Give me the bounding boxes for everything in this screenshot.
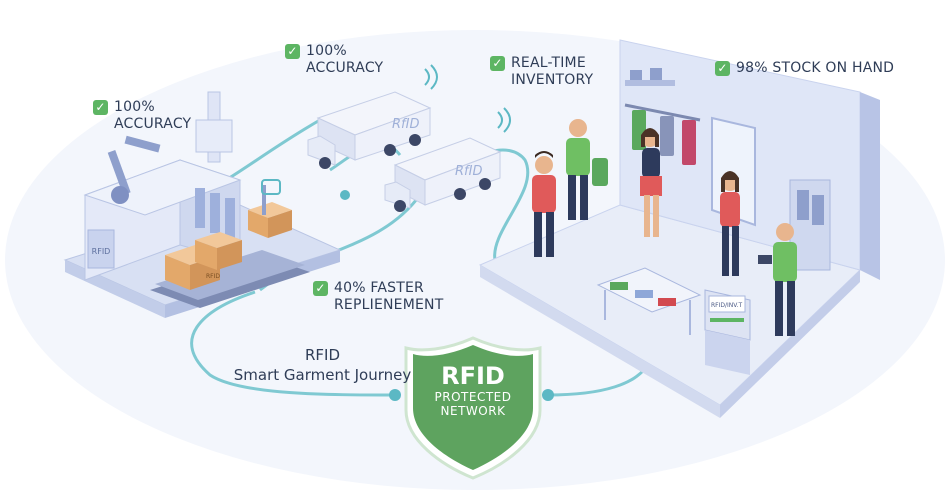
- scanner-screen: RFID/INV.T: [711, 302, 743, 309]
- cardboard-boxes: RFID: [165, 202, 292, 290]
- benefit-label-truck-accuracy: ✓ 100% ACCURACY: [285, 43, 383, 77]
- journey-title: RFID Smart Garment Journey: [220, 345, 425, 385]
- check-icon: ✓: [313, 281, 328, 296]
- path-node: [340, 190, 350, 200]
- benefit-label-faster-replenishment: ✓ 40% FASTER REPLIENEMENT: [313, 280, 443, 314]
- benefit-label-line: ACCURACY: [114, 116, 192, 132]
- benefit-label-line: 100%: [306, 43, 347, 59]
- store-associate: [566, 119, 608, 220]
- benefit-label-line: REAL-TIME: [511, 55, 586, 71]
- shopper: [532, 151, 556, 257]
- box-label: RFID: [206, 273, 220, 280]
- check-icon: ✓: [490, 56, 505, 71]
- shopper: [720, 171, 740, 276]
- shopper: [640, 128, 662, 237]
- truck-tag: RfID: [392, 117, 419, 132]
- benefit-label-line: INVENTORY: [511, 72, 594, 88]
- shield-title: RFID: [441, 362, 505, 390]
- benefit-label-line: REPLIENEMENT: [334, 297, 444, 313]
- check-icon: ✓: [93, 100, 108, 115]
- delivery-truck: RfID: [307, 64, 438, 169]
- path-node: [542, 389, 554, 401]
- benefit-label-realtime-inventory: ✓ REAL-TIME INVENTORY: [490, 55, 593, 89]
- benefit-label-line: 100%: [114, 99, 155, 115]
- check-icon: ✓: [285, 44, 300, 59]
- benefit-label-stock-on-hand: ✓ 98% STOCK ON HAND: [715, 60, 894, 77]
- store-associate: [758, 223, 797, 336]
- benefit-label-line: 98% STOCK ON HAND: [736, 60, 895, 76]
- journey-title-line: Smart Garment Journey: [233, 366, 412, 384]
- factory-tag: RFID: [92, 247, 111, 256]
- journey-title-line: RFID: [304, 346, 341, 364]
- delivery-truck: RfID: [384, 107, 511, 212]
- benefit-label-line: 40% FASTER: [334, 280, 424, 296]
- factory: RFID RFID: [63, 91, 342, 318]
- rfid-scanner-kiosk: RFID/INV.T: [704, 289, 751, 375]
- shield-text: RFID PROTECTED NETWORK: [418, 362, 528, 418]
- shield-subtitle: NETWORK: [440, 404, 506, 418]
- rfid-shield: [404, 336, 542, 480]
- svg-text:RfID: RfID: [455, 164, 482, 179]
- path-loop-left: [190, 290, 396, 397]
- shield-subtitle: PROTECTED: [434, 390, 512, 404]
- check-icon: ✓: [715, 61, 730, 76]
- benefit-label-line: ACCURACY: [306, 60, 384, 76]
- path-node: [389, 389, 401, 401]
- benefit-label-factory-accuracy: ✓ 100% ACCURACY: [93, 99, 191, 133]
